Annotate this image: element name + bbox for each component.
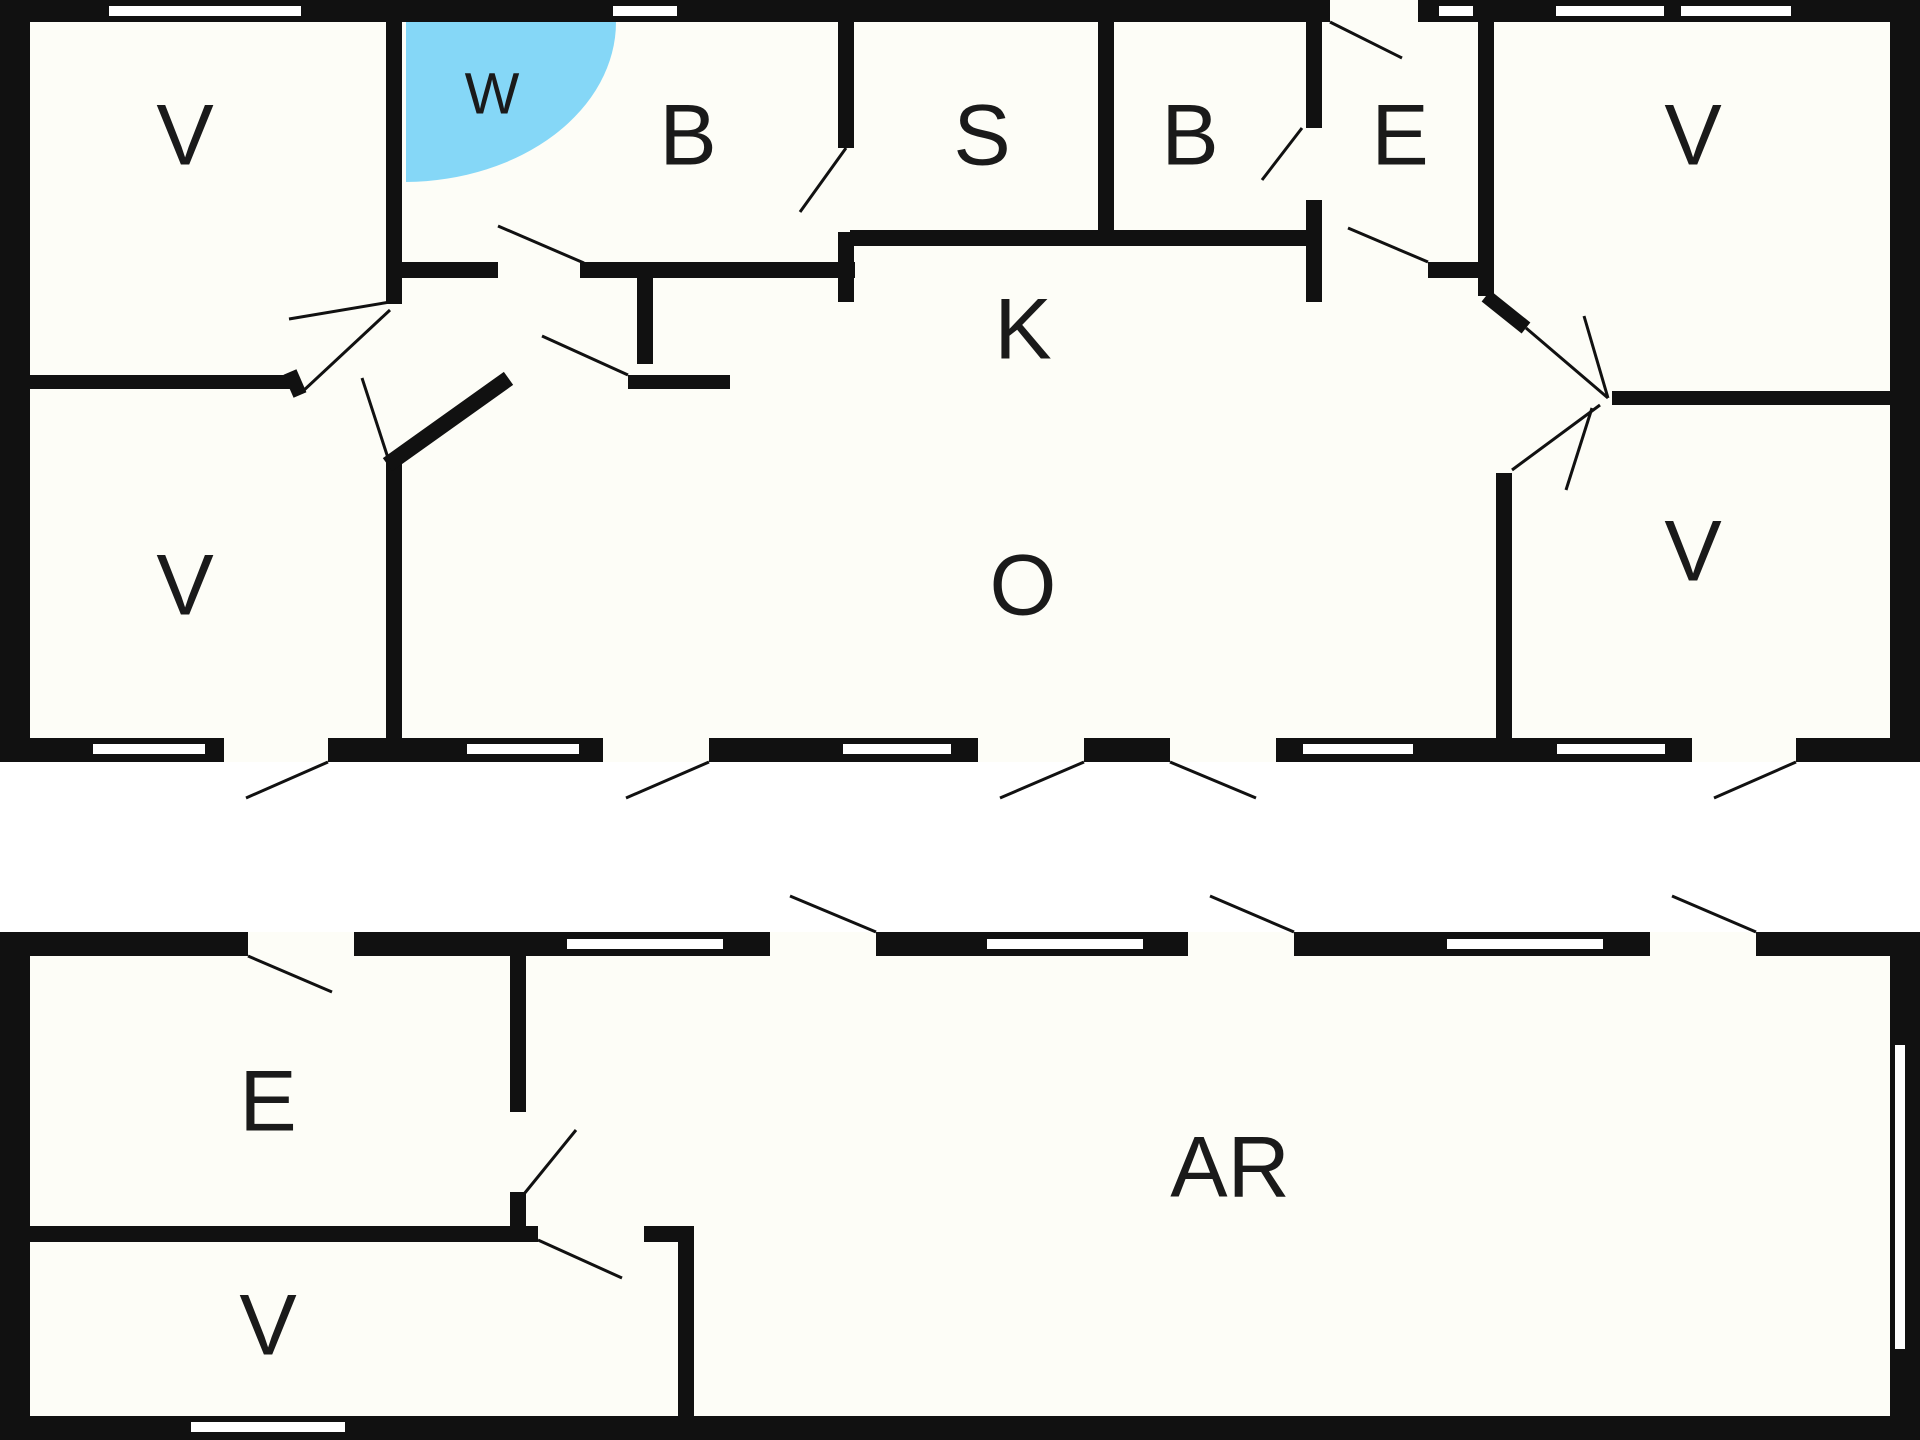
upper-wall-right: [1890, 0, 1920, 762]
room-label-b1: B: [659, 88, 716, 184]
interior-wall: [838, 232, 854, 302]
window: [1301, 742, 1415, 756]
room-label-e1: E: [1371, 88, 1428, 184]
interior-wall: [637, 272, 653, 364]
interior-wall: [18, 1226, 538, 1242]
doorway: [603, 738, 709, 762]
door-swing: [245, 760, 329, 800]
door-swing-leaf: [300, 308, 392, 394]
window: [1554, 4, 1666, 18]
door-swing: [1209, 894, 1295, 934]
interior-wall: [18, 375, 294, 389]
window: [91, 742, 207, 756]
door-swing: [999, 760, 1085, 800]
doorway: [1170, 738, 1276, 762]
interior-wall: [1428, 262, 1478, 278]
interior-wall: [628, 375, 730, 389]
doorway: [1188, 932, 1294, 956]
lower-building: E AR V: [0, 894, 1920, 1440]
room-label-o: O: [990, 538, 1057, 634]
window: [1437, 4, 1475, 18]
door-swing-leaf: [1525, 326, 1609, 400]
door-swing: [625, 760, 710, 800]
interior-wall: [386, 458, 402, 740]
room-label-v1: V: [156, 88, 213, 184]
room-label-v3: V: [156, 538, 213, 634]
door-swing: [1671, 894, 1757, 934]
interior-wall: [678, 1226, 694, 1422]
door-swing: [1260, 127, 1304, 181]
doorway: [770, 932, 876, 956]
interior-wall: [1098, 18, 1114, 233]
room-label-v2: V: [1664, 88, 1721, 184]
room-label-w: W: [465, 61, 520, 126]
interior-wall: [1612, 391, 1892, 405]
room-label-k: K: [994, 282, 1051, 378]
window: [1445, 937, 1605, 951]
diagonal-wall: [283, 369, 307, 398]
interior-wall: [1306, 18, 1322, 128]
room-label-s: S: [953, 88, 1010, 184]
lower-floor: [0, 932, 1920, 1440]
diagonal-wall: [1481, 290, 1531, 334]
interior-wall: [580, 262, 855, 278]
door-swing: [1169, 760, 1257, 800]
room-label-v4: V: [1664, 504, 1721, 600]
door-swing: [1713, 760, 1797, 800]
door-swing: [541, 334, 629, 377]
room-label-v5: V: [239, 1278, 296, 1374]
doorway: [978, 738, 1084, 762]
interior-wall: [1306, 200, 1322, 302]
window: [465, 742, 581, 756]
interior-wall: [510, 952, 526, 1112]
window: [985, 937, 1145, 951]
diagonal-wall: [382, 371, 514, 472]
window: [611, 4, 679, 18]
window: [841, 742, 953, 756]
upper-floor: [0, 0, 1920, 762]
shower-area: [406, 22, 616, 182]
upper-building: V W B S B E V K V O V: [0, 0, 1920, 800]
door-swing: [1329, 20, 1403, 60]
doorway: [1692, 738, 1796, 762]
door-swing: [798, 147, 848, 213]
window: [1893, 1043, 1907, 1351]
doorway: [1330, 0, 1418, 22]
lower-wall-left: [0, 932, 30, 1440]
window: [565, 937, 725, 951]
interior-wall: [1478, 18, 1494, 296]
door-swing: [288, 300, 391, 321]
interior-wall: [838, 18, 854, 148]
door-swing: [360, 377, 390, 459]
door-swing: [1564, 407, 1594, 491]
interior-wall: [386, 18, 402, 304]
doorway: [224, 738, 328, 762]
door-swing: [522, 1129, 578, 1195]
doorway: [248, 932, 354, 956]
room-label-b2: B: [1161, 88, 1218, 184]
interior-wall: [510, 1192, 526, 1232]
room-label-ar: AR: [1170, 1120, 1289, 1216]
door-swing: [537, 1238, 623, 1280]
doorway: [1650, 932, 1756, 956]
window: [107, 4, 303, 18]
room-label-e2: E: [239, 1054, 296, 1150]
door-swing: [497, 224, 585, 265]
window: [1679, 4, 1793, 18]
interior-wall: [1496, 473, 1512, 739]
window: [189, 1420, 347, 1434]
door-swing: [1347, 226, 1429, 264]
door-swing-leaf: [1511, 403, 1601, 472]
interior-wall: [850, 230, 1312, 246]
door-swing: [789, 894, 877, 934]
interior-wall: [400, 262, 498, 278]
door-swing: [1582, 315, 1610, 399]
door-swing: [247, 954, 333, 994]
window: [1555, 742, 1667, 756]
